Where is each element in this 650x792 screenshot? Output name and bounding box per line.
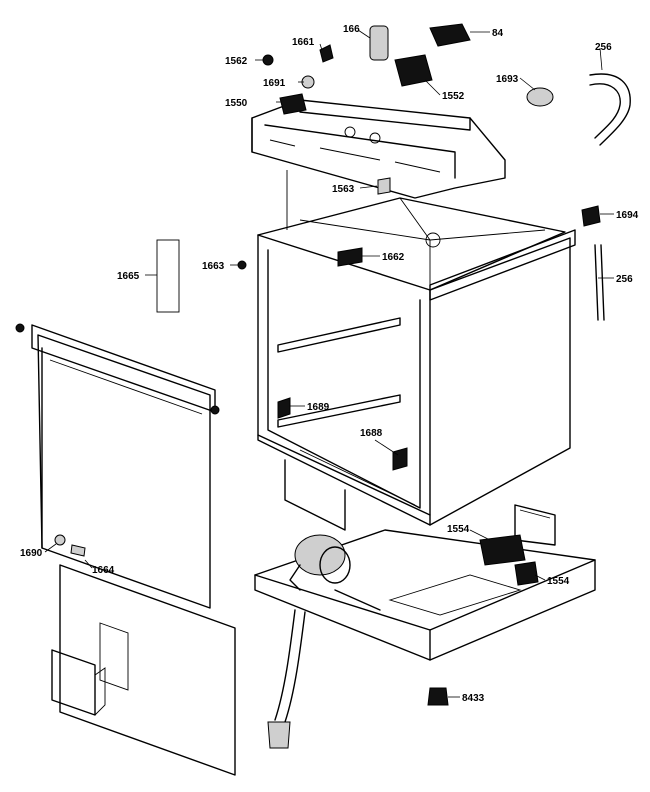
label-1694: 1694: [616, 210, 639, 221]
label-1663: 1663: [202, 261, 225, 272]
label-1661: 1661: [292, 37, 315, 48]
leader-lines: [44, 29, 614, 698]
label-1662: 1662: [382, 252, 405, 263]
label-1664: 1664: [92, 565, 115, 576]
inlet-hose: [589, 73, 631, 146]
foot-8433: [427, 687, 449, 706]
part-84: [429, 23, 471, 47]
label-1689: 1689: [307, 402, 330, 413]
part-1665: [156, 239, 180, 313]
label-1554-upper: 1554: [447, 524, 470, 535]
part-1554-upper: [479, 534, 526, 566]
part-1562: [262, 54, 274, 66]
label-1552: 1552: [442, 91, 465, 102]
part-1688: [392, 447, 408, 471]
part-1550: [279, 93, 307, 115]
drain-hose: [267, 609, 306, 749]
part-1563: [377, 177, 391, 195]
label-1688: 1688: [360, 428, 383, 439]
part-labels: 166 84 1661 1562 1552 256 1693 1691 1550…: [20, 24, 639, 704]
label-8433: 8433: [462, 693, 485, 704]
small-parts: [54, 23, 601, 706]
label-256-lower: 256: [616, 274, 633, 285]
lower-inlet-hose: [594, 244, 605, 321]
base-frame: [254, 504, 596, 661]
label-166: 166: [343, 24, 360, 35]
label-256-upper: 256: [595, 42, 612, 53]
label-1665: 1665: [117, 271, 140, 282]
capacitor-166: [369, 25, 389, 61]
part-1689: [277, 397, 291, 419]
part-1662: [337, 247, 363, 267]
label-1691: 1691: [263, 78, 286, 89]
label-1554-lower: 1554: [547, 576, 570, 587]
label-84: 84: [492, 28, 504, 39]
part-1693: [526, 87, 554, 107]
label-1563: 1563: [332, 184, 355, 195]
label-1693: 1693: [496, 74, 519, 85]
lower-front-panel: [51, 564, 236, 776]
part-1554-lower: [514, 561, 539, 586]
part-1690: [54, 534, 66, 546]
part-1661: [319, 44, 334, 63]
label-1690: 1690: [20, 548, 43, 559]
label-1550: 1550: [225, 98, 248, 109]
part-1664: [70, 544, 86, 557]
tub-cabinet: [257, 197, 576, 531]
part-1694: [581, 205, 601, 227]
door-panel: [15, 323, 220, 609]
part-1663: [237, 260, 247, 270]
pump-assembly: [289, 534, 381, 611]
part-1552: [394, 54, 433, 87]
control-panel-housing: [251, 99, 506, 230]
label-1562: 1562: [225, 56, 248, 67]
